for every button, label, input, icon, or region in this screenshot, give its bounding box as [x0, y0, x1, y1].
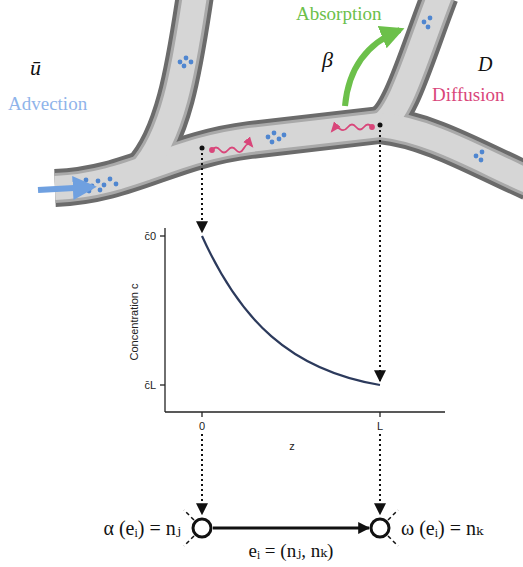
drawing-part	[270, 140, 275, 145]
diffusion-arrows	[210, 125, 374, 153]
drawing-part	[160, 384, 165, 385]
drawing-part	[178, 60, 183, 65]
drawing-part	[160, 235, 165, 236]
text-label: z	[289, 440, 295, 453]
edge-arrow	[213, 527, 369, 530]
vessel-branch	[380, 125, 523, 182]
vessel-trunk	[55, 125, 380, 188]
drawing-part	[98, 188, 103, 193]
drawing-part	[388, 536, 398, 546]
drawing-part	[165, 411, 445, 412]
diffusion-dot	[210, 148, 214, 152]
drawing-part	[422, 20, 427, 25]
text-label: ū	[30, 55, 41, 80]
drawing-part	[388, 510, 398, 520]
drawing-part	[480, 150, 485, 155]
vessel-wall	[55, 0, 523, 188]
graph-node: α (eᵢ) = nⱼ	[191, 517, 213, 539]
text-label: c̄L	[144, 379, 156, 392]
drawing-part	[184, 536, 194, 546]
node-circle	[191, 517, 213, 539]
drawing-part	[182, 64, 187, 69]
leader-dot	[378, 123, 383, 128]
drawing-part	[189, 60, 194, 65]
drawing-part	[428, 16, 433, 21]
drawing-part	[277, 137, 282, 142]
node-circle	[369, 517, 391, 539]
drawing-part	[282, 133, 287, 138]
drawing-part	[102, 183, 107, 188]
drawing-part	[201, 148, 203, 232]
drawing-part	[184, 56, 189, 61]
plot-axes	[160, 228, 445, 417]
dotted-leaders	[202, 125, 380, 514]
text-label: Advection	[8, 93, 87, 115]
text-label: 0	[199, 420, 205, 433]
text-label: β	[322, 47, 333, 72]
drawing-part	[379, 125, 381, 381]
drawing-part	[272, 131, 277, 136]
drawing-part	[379, 412, 380, 417]
text-label: L	[377, 420, 383, 433]
text-label: Concentration c	[128, 283, 141, 360]
vessel-inner	[55, 0, 523, 188]
drawing-part	[201, 434, 203, 514]
vessel-branch	[380, 0, 440, 125]
vessel-trunk	[55, 125, 380, 188]
drawing-part	[201, 412, 202, 417]
diffusion-dot	[370, 125, 374, 129]
vessel-branch	[380, 125, 523, 182]
node-label: α (eᵢ) = nⱼ	[103, 517, 181, 540]
diffusion-wave	[332, 125, 372, 132]
leader-dot	[200, 146, 205, 151]
advection-arrow	[38, 187, 92, 190]
node-circle	[371, 519, 389, 537]
vessel-branch	[380, 125, 523, 182]
edge-label: eᵢ = (nⱼ, nₖ)	[246, 540, 337, 562]
graph-node: ω (eᵢ) = nₖ	[369, 517, 391, 539]
text-label: c̄0	[144, 230, 156, 243]
node-label: ω (eᵢ) = nₖ	[401, 517, 483, 540]
text-label: Absorption	[296, 3, 382, 25]
drawing-part	[266, 135, 271, 140]
vessel-branch	[380, 0, 440, 125]
drawing-part	[84, 178, 89, 183]
drawing-part	[379, 434, 381, 514]
drawing-part	[184, 510, 194, 520]
vessel-branch	[380, 0, 440, 125]
vessel-trunk	[55, 125, 380, 188]
drawing-part	[108, 177, 113, 182]
drawing-part	[479, 158, 484, 163]
drawing-part	[114, 182, 119, 187]
text-label: D	[478, 53, 492, 76]
concentration-curve	[202, 236, 380, 385]
drawing-part	[96, 179, 101, 184]
diffusion-wave	[212, 144, 252, 153]
drawing-part	[426, 25, 431, 30]
node-circle	[193, 519, 211, 537]
text-label: Diffusion	[432, 84, 504, 106]
vessel-lumen	[55, 0, 523, 188]
drawing-part	[474, 154, 479, 159]
vessel-branch	[140, 0, 195, 172]
absorption-arrow	[345, 30, 400, 106]
particle-dots	[78, 16, 485, 194]
